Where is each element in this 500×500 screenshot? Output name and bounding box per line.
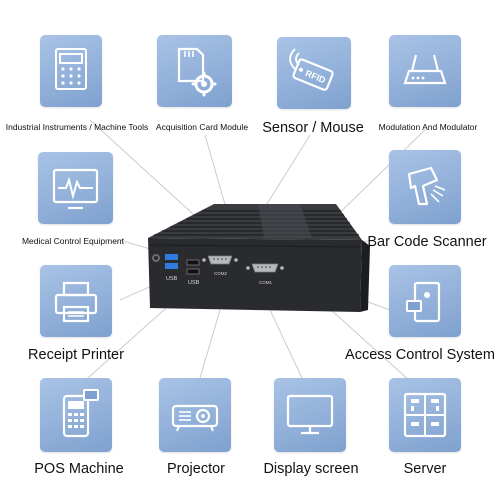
rfid-tag-icon: RFID — [289, 48, 334, 91]
tile-sensor: RFID — [277, 37, 351, 109]
printer-icon — [54, 281, 98, 323]
tile-barcode — [389, 150, 461, 224]
mini-pc-image: USB USB COM2 COM1 — [148, 204, 370, 312]
barcode-scanner-icon — [407, 166, 446, 206]
tile-projector — [159, 378, 231, 452]
tile-server — [389, 378, 461, 452]
tile-display — [274, 378, 346, 452]
sd-card-gear-icon — [177, 47, 217, 97]
tile-medical — [38, 152, 113, 224]
usb-label-1: USB — [166, 276, 178, 282]
access-card-reader-icon — [406, 281, 441, 323]
tile-pos — [40, 378, 112, 452]
com-label-1: COM2 — [214, 271, 227, 276]
label-acquisition: Acquisition Card Module — [155, 122, 249, 132]
tile-modulation — [389, 35, 461, 107]
usb-label-2: USB — [188, 280, 200, 286]
label-access: Access Control System — [345, 347, 495, 363]
heart-monitor-icon — [52, 168, 99, 210]
label-pos: POS Machine — [34, 461, 124, 477]
label-medical: Medical Control Equipment — [21, 236, 125, 246]
control-panel-icon — [55, 48, 87, 90]
mini-pc: USB USB COM2 COM1 — [140, 200, 370, 320]
router-icon — [403, 54, 447, 85]
label-sensor: Sensor / Mouse — [262, 120, 364, 136]
monitor-icon — [286, 394, 334, 435]
tile-industrial — [40, 35, 102, 107]
label-industrial: Industrial Instruments / Machine Tools — [5, 122, 149, 132]
label-projector: Projector — [166, 461, 226, 477]
com-label-2: COM1 — [259, 280, 272, 285]
label-modulation: Modulation And Modulator — [378, 122, 478, 132]
pos-terminal-icon — [62, 389, 99, 438]
tile-acquisition — [157, 35, 232, 107]
label-server: Server — [403, 461, 447, 477]
server-icon — [403, 392, 447, 438]
label-receipt: Receipt Printer — [28, 347, 124, 363]
label-display: Display screen — [263, 461, 359, 477]
label-barcode: Bar Code Scanner — [367, 234, 487, 250]
projector-icon — [171, 404, 219, 432]
tile-receipt — [40, 265, 112, 337]
tile-access — [389, 265, 461, 337]
